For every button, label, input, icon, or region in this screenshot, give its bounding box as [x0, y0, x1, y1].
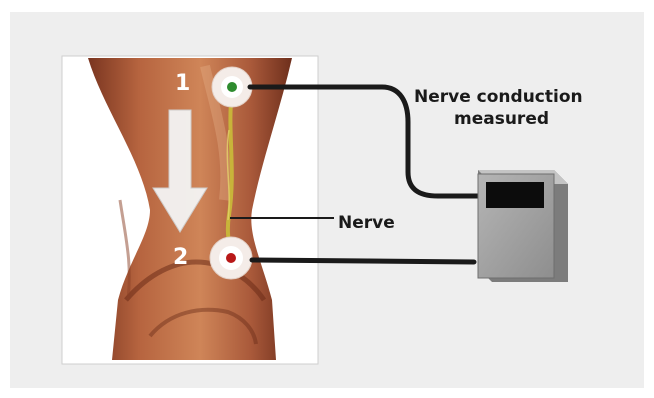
cable-bottom: [252, 260, 474, 262]
electrode-2-number: 2: [173, 246, 188, 270]
electrode-1-number: 1: [175, 72, 190, 96]
measuring-device-icon: [478, 170, 568, 282]
device-screen: [486, 182, 544, 208]
nerve-label: Nerve: [338, 212, 395, 234]
electrode-1: [212, 67, 252, 107]
title-line-1: Nerve conduction: [414, 86, 583, 108]
electrode-2: [210, 237, 252, 279]
title-line-2: measured: [454, 108, 549, 130]
